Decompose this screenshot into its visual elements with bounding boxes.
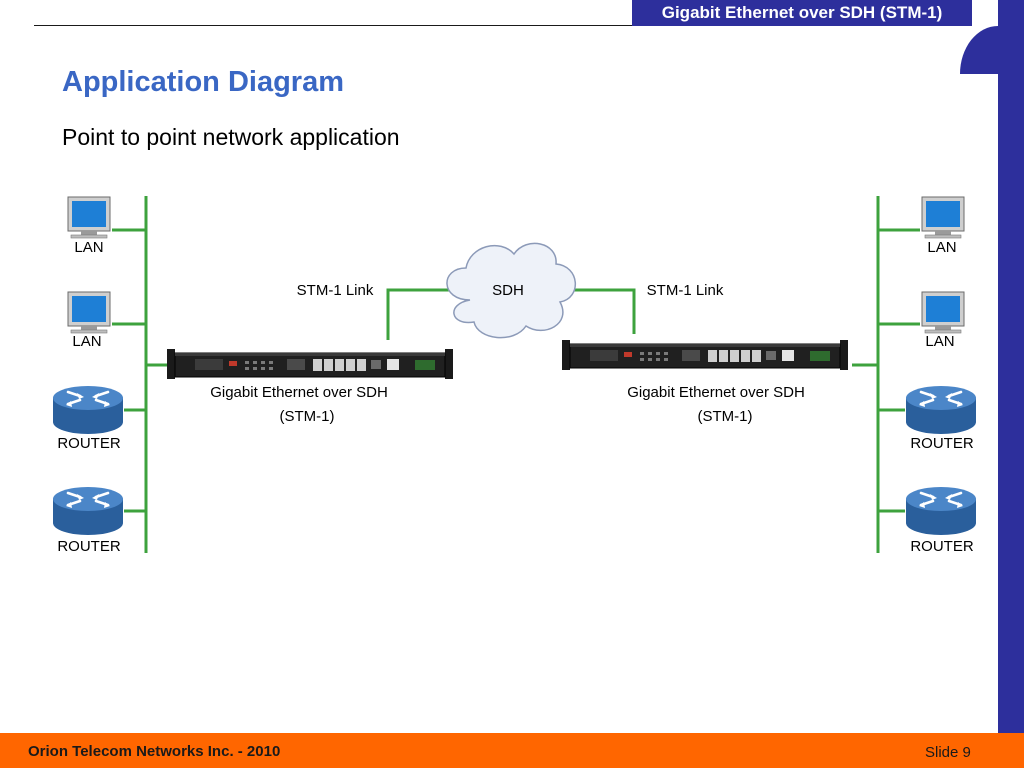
device-label: Gigabit Ethernet over SDH bbox=[210, 384, 388, 401]
sdh-cloud-icon bbox=[446, 242, 577, 339]
device-label: (STM-1) bbox=[279, 408, 335, 425]
slide-subtitle: Point to point network application bbox=[62, 124, 400, 150]
left-node-label: ROUTER bbox=[57, 435, 121, 452]
sdh-cloud-label: SDH bbox=[492, 282, 524, 299]
sdh-device-icon bbox=[166, 348, 454, 380]
computer-icon bbox=[921, 291, 965, 334]
left-node-label: LAN bbox=[72, 333, 102, 350]
router-icon bbox=[51, 384, 125, 436]
router-icon bbox=[904, 384, 978, 436]
router-icon bbox=[904, 485, 978, 537]
computer-icon bbox=[67, 291, 111, 334]
sdh-device-icon bbox=[561, 339, 849, 371]
right-node-label: ROUTER bbox=[910, 435, 974, 452]
device-label: (STM-1) bbox=[697, 408, 753, 425]
left-node-label: ROUTER bbox=[57, 538, 121, 555]
right-accent-bar bbox=[998, 0, 1024, 740]
header-rule bbox=[34, 25, 634, 26]
footer-organization: Orion Telecom Networks Inc. - 2010 bbox=[28, 743, 281, 760]
stm1-link-label: STM-1 Link bbox=[646, 282, 724, 299]
right-node-label: LAN bbox=[925, 333, 955, 350]
slide-title: Application Diagram bbox=[62, 66, 344, 98]
router-icon bbox=[51, 485, 125, 537]
computer-icon bbox=[67, 196, 111, 239]
computer-icon bbox=[921, 196, 965, 239]
device-label: Gigabit Ethernet over SDH bbox=[627, 384, 805, 401]
footer-bar bbox=[0, 733, 1024, 768]
stm1-link-label: STM-1 Link bbox=[296, 282, 374, 299]
right-node-label: ROUTER bbox=[910, 538, 974, 555]
left-node-label: LAN bbox=[74, 239, 104, 256]
right-node-label: LAN bbox=[927, 239, 957, 256]
footer-slide-number: Slide 9 bbox=[925, 744, 971, 761]
header-tab-title: Gigabit Ethernet over SDH (STM-1) bbox=[632, 0, 972, 26]
